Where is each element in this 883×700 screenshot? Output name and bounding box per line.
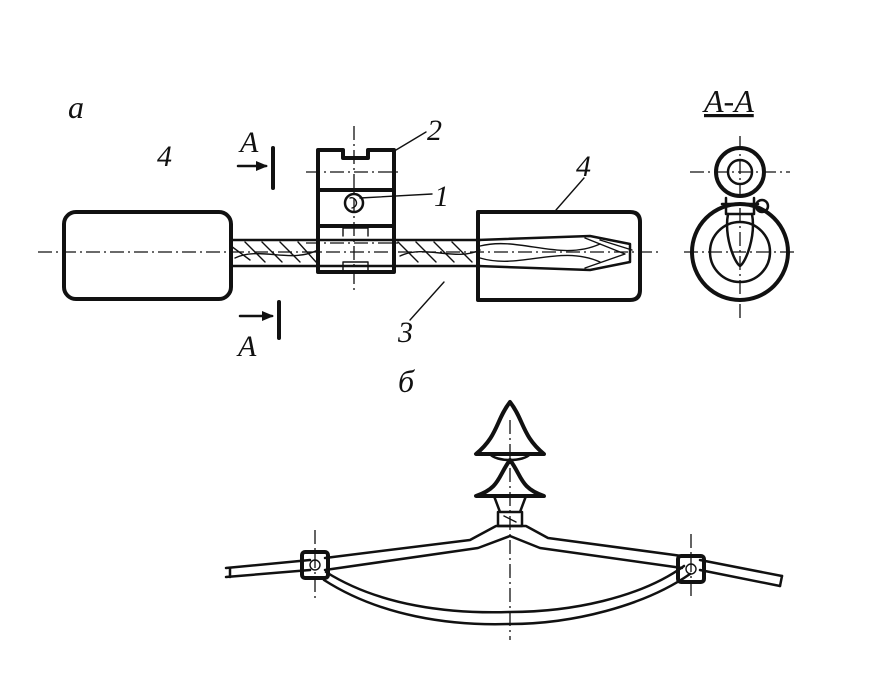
right-weight-section — [476, 210, 642, 302]
section-title: А-А — [702, 83, 754, 119]
callout-2: 2 — [427, 114, 442, 147]
callout-1: 1 — [434, 180, 449, 213]
callout-4-left: 4 — [157, 140, 172, 173]
section-marker-top-letter: А — [238, 126, 259, 159]
part-a-label: а — [68, 89, 84, 125]
callout-4-right: 4 — [576, 150, 591, 183]
part-a: а — [38, 83, 798, 363]
right-clamp — [676, 534, 706, 600]
conductor — [224, 524, 784, 588]
steel-cable — [229, 238, 482, 268]
left-weight — [62, 210, 233, 301]
clamp — [306, 126, 402, 292]
callout-leaders — [359, 131, 585, 321]
part-b-label: б — [398, 363, 415, 399]
left-clamp — [300, 530, 330, 598]
section-marker-bottom-letter: А — [236, 330, 257, 363]
section-view-aa: А-А — [684, 83, 798, 318]
part-b: б — [224, 363, 784, 640]
section-marker-top: А — [236, 126, 275, 190]
section-marker-bottom: А — [236, 300, 281, 363]
callout-3: 3 — [397, 316, 413, 349]
damper-loop — [322, 564, 692, 626]
insulator — [474, 400, 546, 528]
